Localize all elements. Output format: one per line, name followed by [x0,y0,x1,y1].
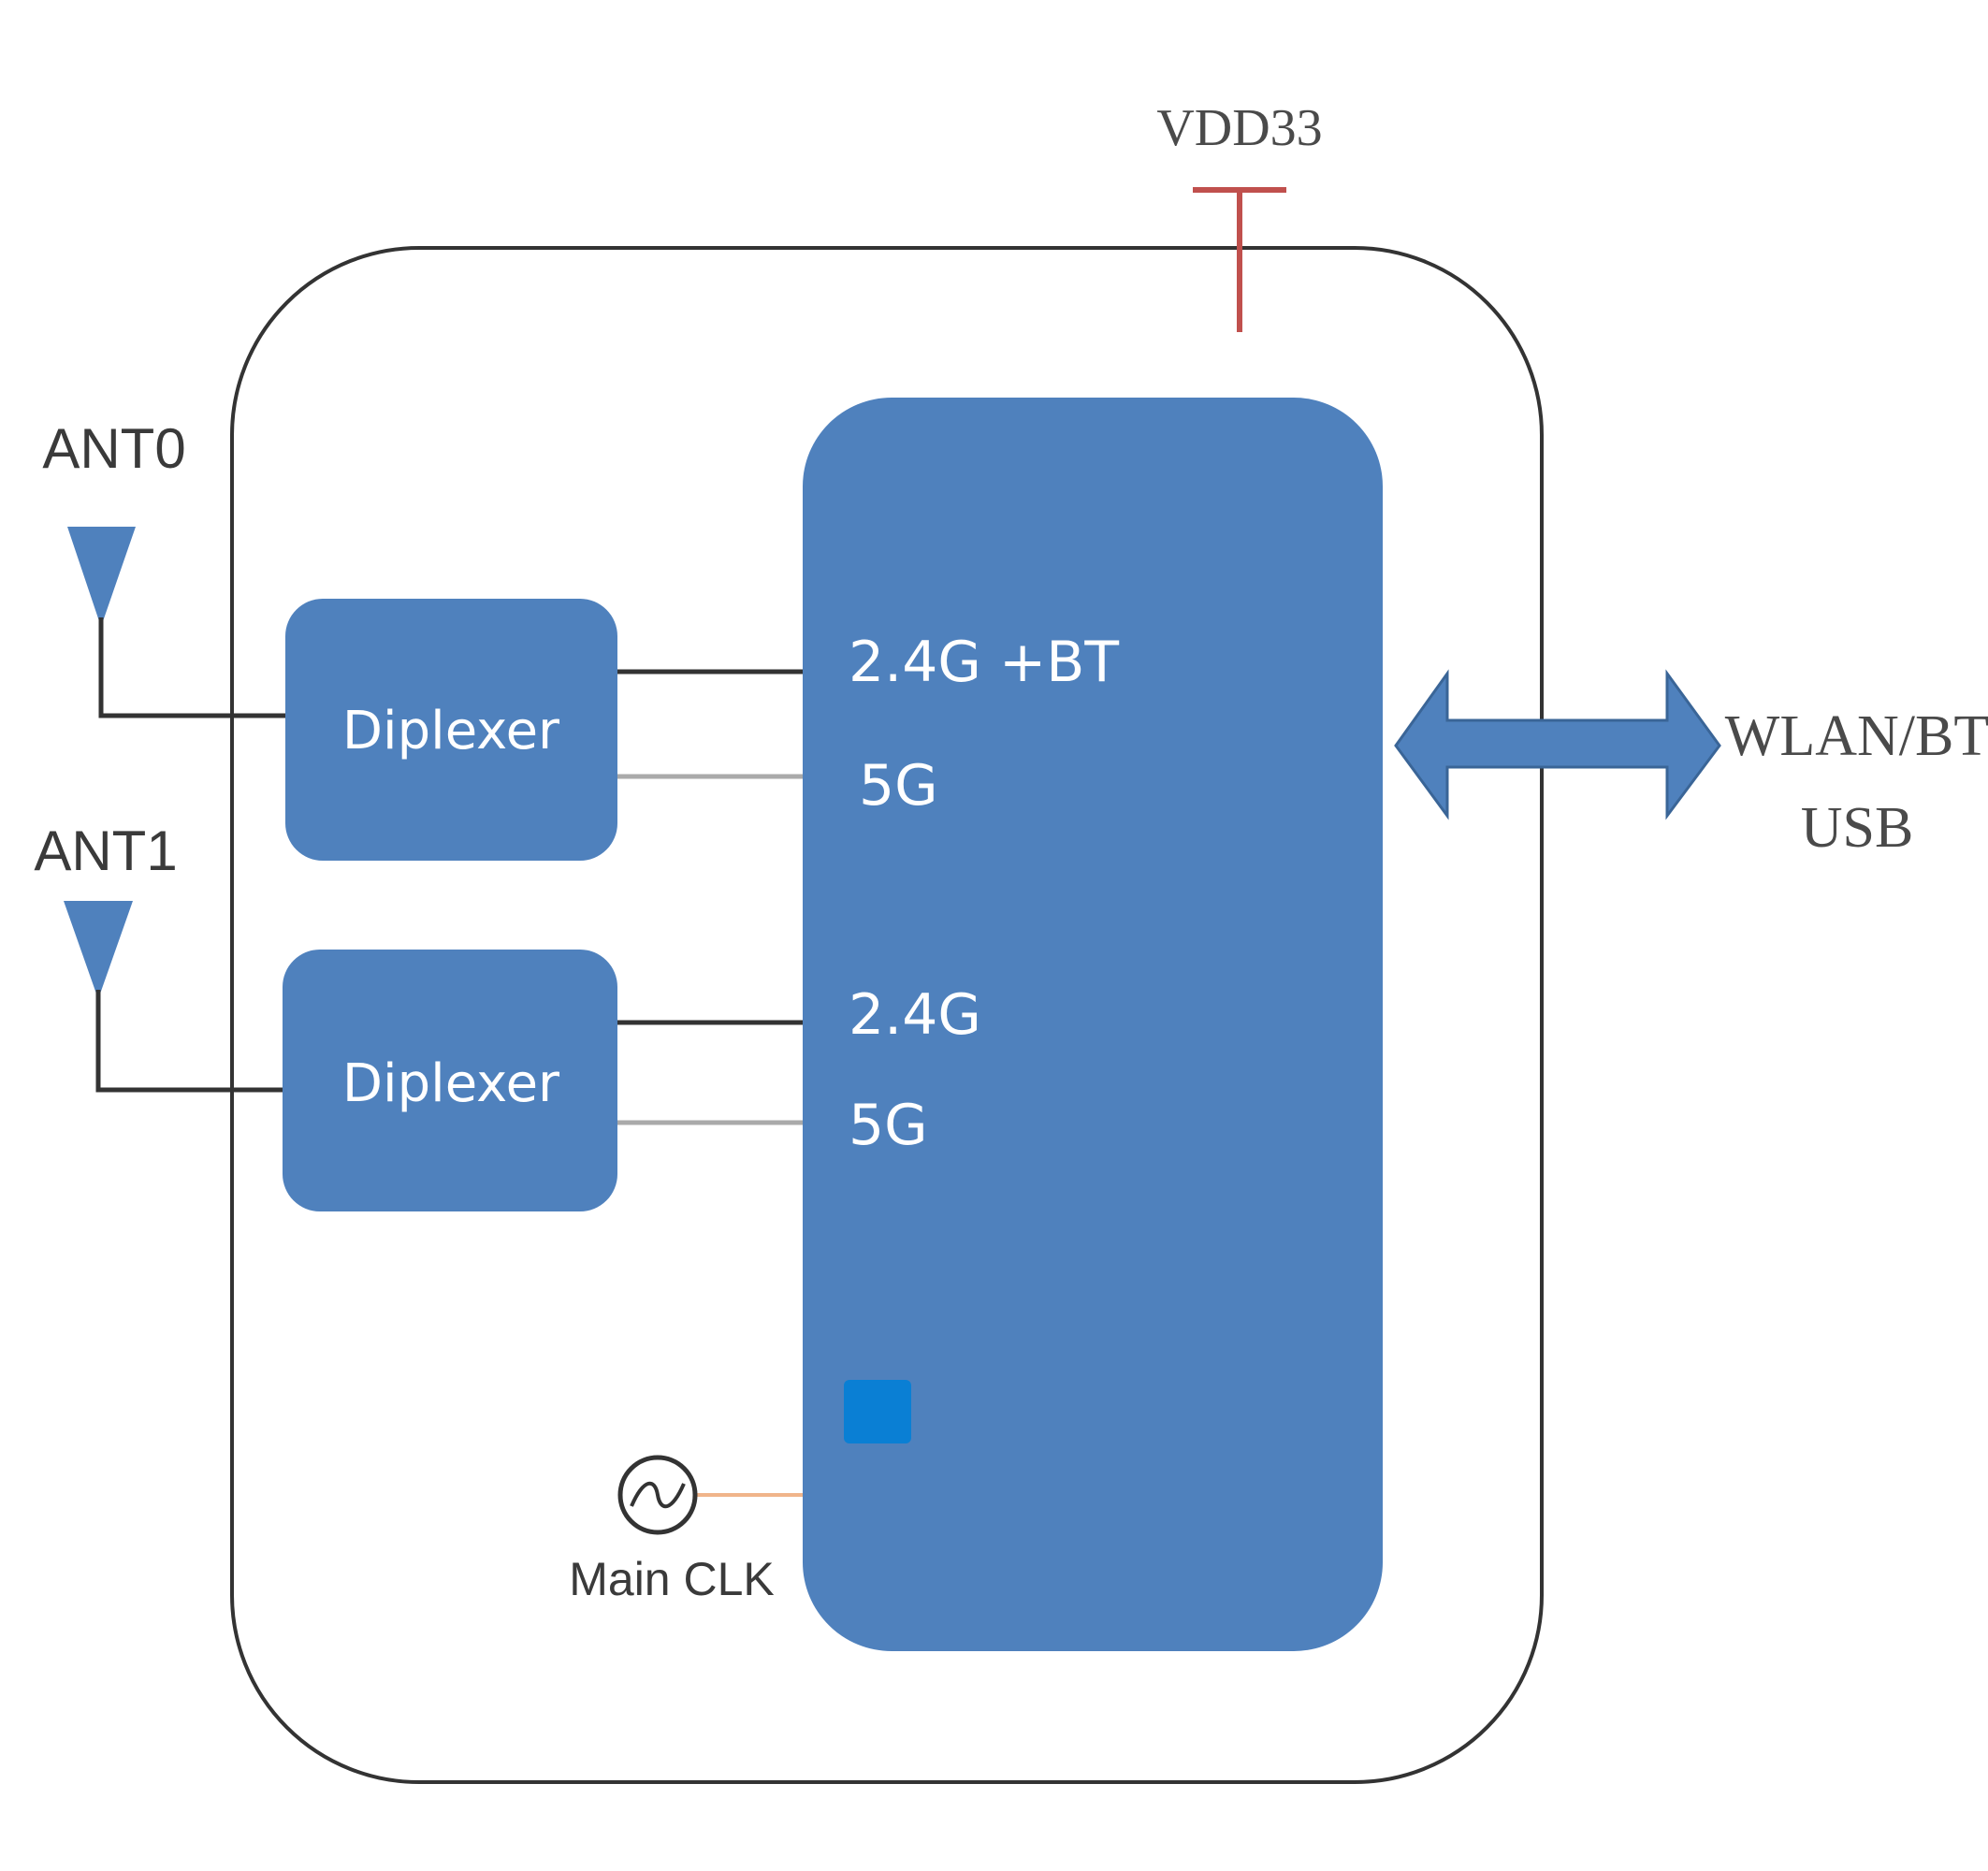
port-24g-label: 2.4G [849,982,981,1048]
power-symbol [1193,187,1286,332]
diplexer-block-bottom [283,950,617,1211]
clock-label: Main CLK [569,1553,775,1605]
chip-block [803,398,1383,1651]
port-5g-b-label: 5G [849,1093,928,1158]
diplexer-bottom-label: Diplexer [342,1053,560,1114]
antenna-icon [67,527,285,718]
ant1-label: ANT1 [34,819,177,882]
double-arrow-icon [1394,669,1721,820]
interface-label-line1: WLAN/BT [1725,704,1988,768]
interface-label-line2: USB [1801,796,1914,860]
chip-small-square [844,1380,911,1443]
vdd-label: VDD33 [1156,99,1322,157]
diplexer-top-label: Diplexer [342,701,560,761]
antenna-icon [64,901,283,1093]
module-outline [230,246,1544,1784]
port-5g-a-label: 5G [859,753,938,819]
oscillator-icon [617,1455,698,1535]
diplexer-block-top [285,599,617,861]
ant0-label: ANT0 [42,417,185,480]
port-24g-bt-label: 2.4G +BT [849,630,1119,695]
